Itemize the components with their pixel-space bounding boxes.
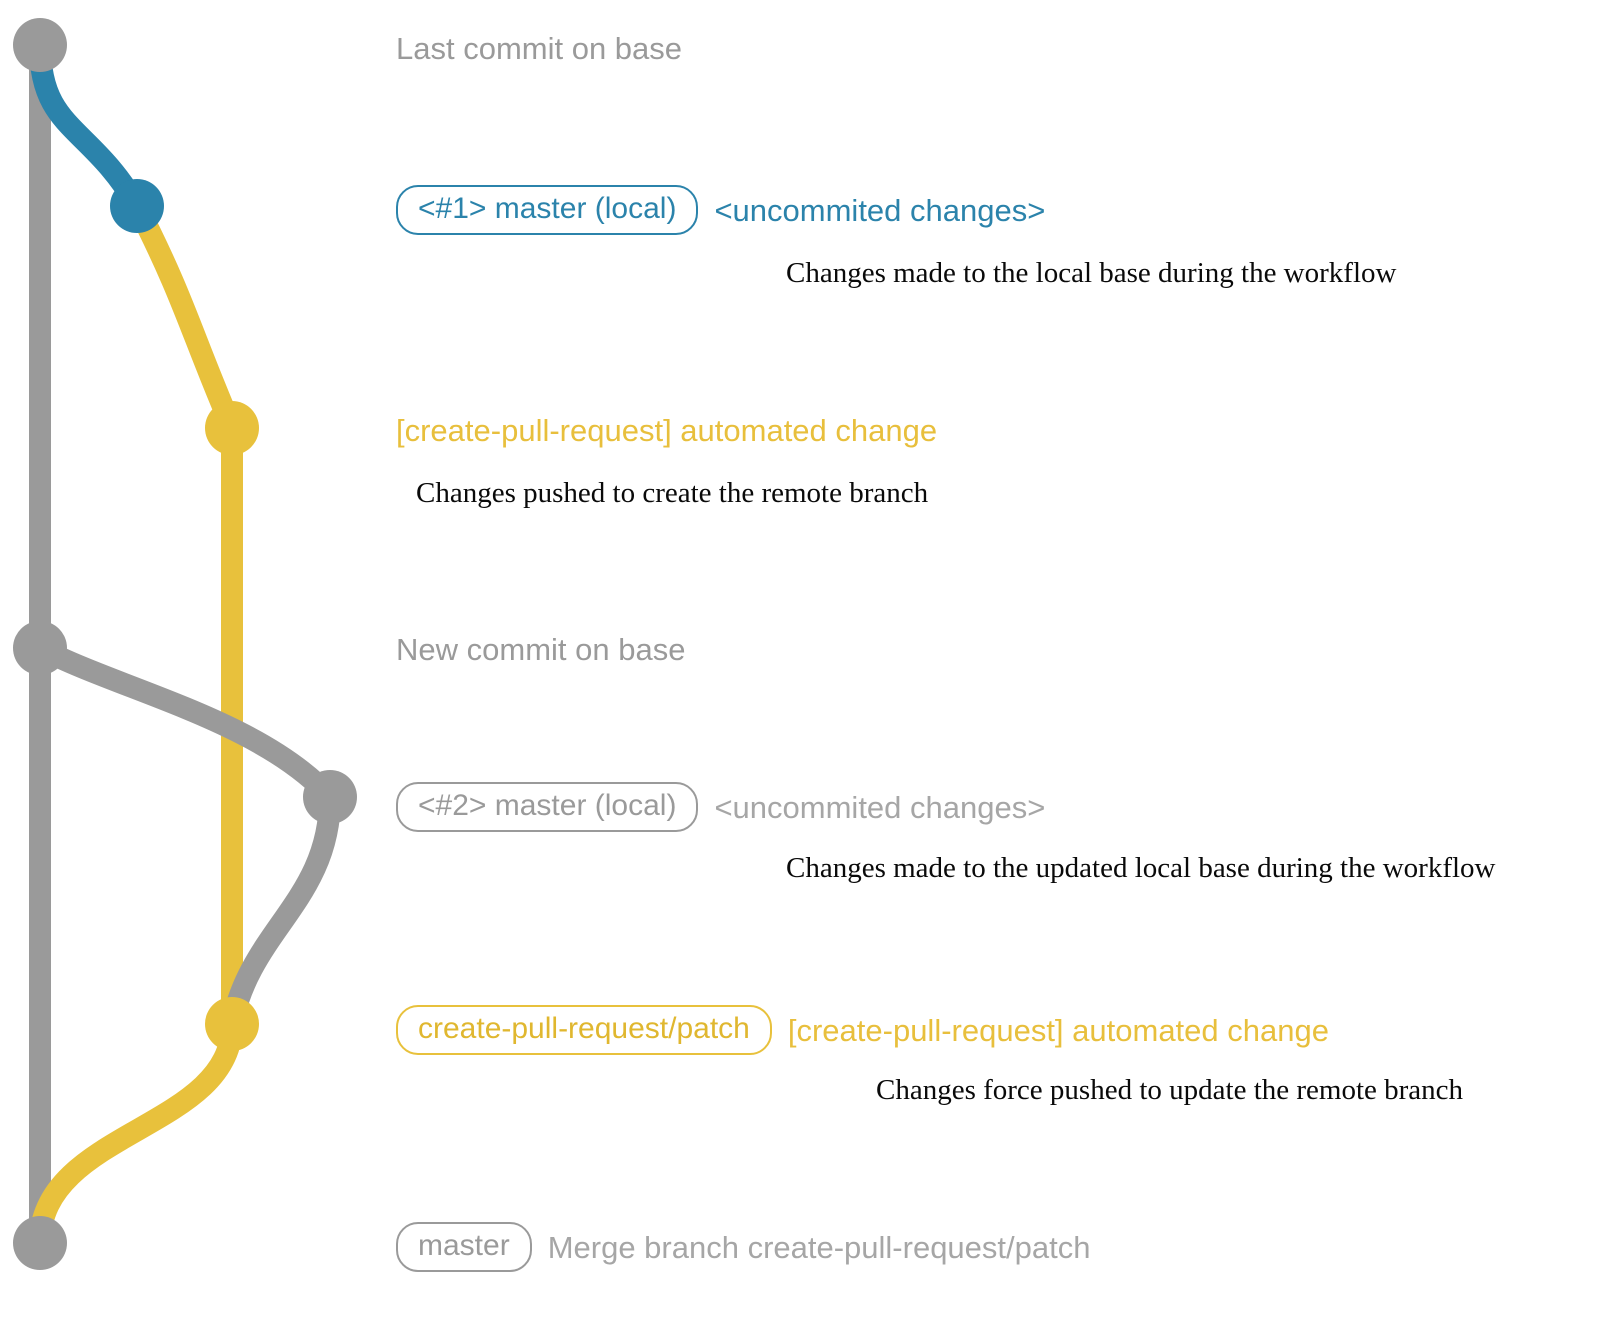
commit-description-master-local-2: Changes made to the updated local base d… [786,852,1496,884]
commit-message-master-local-1: <uncommited changes> [714,192,1046,228]
blue-local-connector [29,34,148,217]
commit-message-new-commit-on-base: New commit on base [396,632,686,667]
commit-message-automated-change-2: [create-pull-request] automated change [787,1012,1329,1048]
node-master-local-1[interactable] [110,179,164,233]
node-automated-2[interactable] [205,997,259,1051]
branch-badge-master[interactable]: master [396,1222,532,1272]
row-last-commit-on-base: Last commit on base [396,33,682,64]
row-master-local-1: <#1> master (local) <uncommited changes> [396,185,1045,235]
node-master-local-2[interactable] [303,770,357,824]
branch-badge-create-pull-request-patch[interactable]: create-pull-request/patch [396,1005,772,1055]
desc-wrap-master-local-1: Changes made to the local base during th… [786,245,1396,288]
node-automated-1[interactable] [205,401,259,455]
node-last-commit-base[interactable] [13,18,67,72]
branch-badge-master-local-2[interactable]: <#2> master (local) [396,782,699,832]
commit-description-automated-change-2: Changes force pushed to update the remot… [876,1074,1464,1106]
node-merge[interactable] [13,1216,67,1270]
grey-force-push-connector [221,786,341,1035]
row-automated-change-1: [create-pull-request] automated change [396,415,937,446]
commit-message-master-local-2: <uncommited changes> [714,789,1046,825]
desc-wrap-master-local-2: Changes made to the updated local base d… [786,840,1496,883]
grey-rebase-connector [29,637,341,808]
commit-message-automated-change-1: [create-pull-request] automated change [396,413,938,448]
desc-wrap-automated-change-1: Changes pushed to create the remote bran… [416,465,928,508]
row-merge-commit: master Merge branch create-pull-request/… [396,1222,1090,1272]
row-new-commit-on-base: New commit on base [396,634,685,665]
node-new-commit-base[interactable] [13,621,67,675]
row-master-local-2: <#2> master (local) <uncommited changes> [396,782,1045,832]
commit-message-merge: Merge branch create-pull-request/patch [547,1229,1091,1265]
yellow-push-connector [126,195,243,439]
commit-description-automated-change-1: Changes pushed to create the remote bran… [416,477,929,509]
commit-graph [13,18,357,1270]
branch-badge-master-local-1[interactable]: <#1> master (local) [396,185,699,235]
commit-description-master-local-1: Changes made to the local base during th… [786,257,1397,289]
commit-message-last-commit-on-base: Last commit on base [396,31,683,66]
row-automated-change-2: create-pull-request/patch [create-pull-r… [396,1005,1329,1055]
desc-wrap-automated-change-2: Changes force pushed to update the remot… [876,1062,1463,1105]
yellow-merge-connector [29,1013,243,1254]
